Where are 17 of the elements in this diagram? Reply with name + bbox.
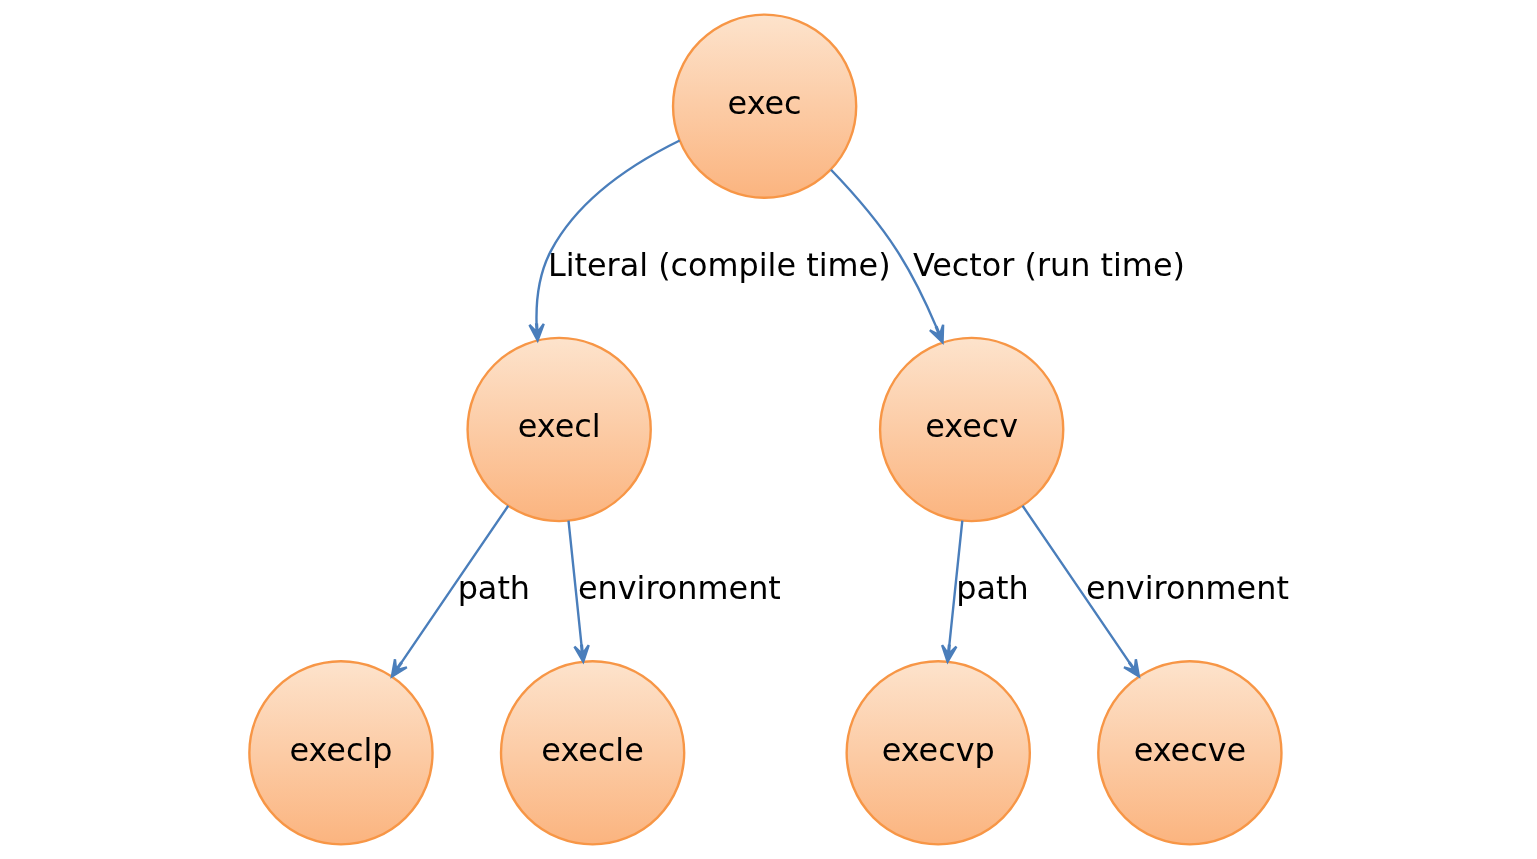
node-circle: execvp bbox=[844, 660, 1031, 846]
edge-label: path bbox=[457, 569, 530, 608]
node-circle: execl bbox=[465, 336, 652, 523]
arrow bbox=[527, 139, 680, 342]
edge-label: environment bbox=[577, 569, 781, 608]
arrow bbox=[390, 505, 509, 678]
arrow bbox=[829, 168, 944, 344]
edge-label: Vector (run time) bbox=[912, 245, 1185, 284]
edge-label: path bbox=[955, 569, 1029, 608]
arrow bbox=[1021, 505, 1140, 678]
arrow bbox=[566, 520, 590, 663]
node-circle: exec bbox=[671, 13, 857, 199]
node-circle: execle bbox=[499, 660, 685, 846]
edge-label: environment bbox=[1085, 569, 1289, 608]
edge-label: Literal (compile time) bbox=[547, 245, 891, 284]
node-circle: execv bbox=[878, 336, 1064, 523]
arrow bbox=[940, 520, 963, 663]
